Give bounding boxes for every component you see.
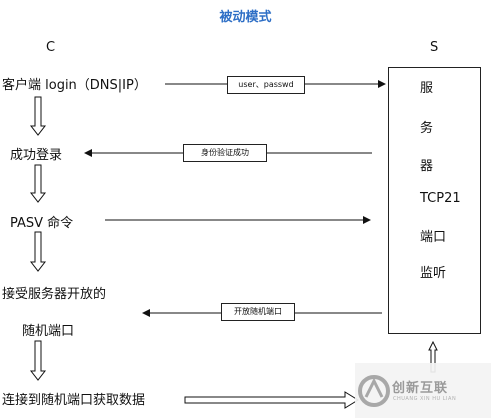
step-accept-line1: 接受服务器开放的 [2,287,107,302]
diagram-title: 被动模式 [219,10,272,25]
down-arrow-4 [29,340,47,381]
step-accept-line2: 随机端口 [22,324,75,339]
server-text-1: 服 [420,81,434,96]
step-connect: 连接到随机端口获取数据 [2,393,146,408]
msg-open-port: 开放随机端口 [221,303,295,321]
down-arrow-2 [29,164,47,203]
down-arrow-1 [29,96,47,136]
client-label: C [46,40,56,55]
step-success: 成功登录 [10,148,63,163]
down-arrow-3 [29,231,47,272]
server-box [388,67,481,334]
msg-auth: 身份验证成功 [183,144,267,162]
watermark-name: 创新互联 [392,381,449,396]
server-text-4: TCP21 [420,191,461,206]
step-login: 客户端 login（DNS|IP） [2,78,147,93]
msg-userpass: user、passwd [227,76,305,94]
server-text-5: 端口 [420,230,447,245]
server-text-3: 器 [420,159,434,174]
watermark-sub: CHUANG XIN HU LIAN [393,396,457,402]
server-label: S [430,40,439,55]
server-text-6: 监听 [420,266,447,281]
step-pasv: PASV 命令 [10,216,74,231]
right-arrow-connect [184,391,359,409]
server-text-2: 务 [420,121,434,136]
